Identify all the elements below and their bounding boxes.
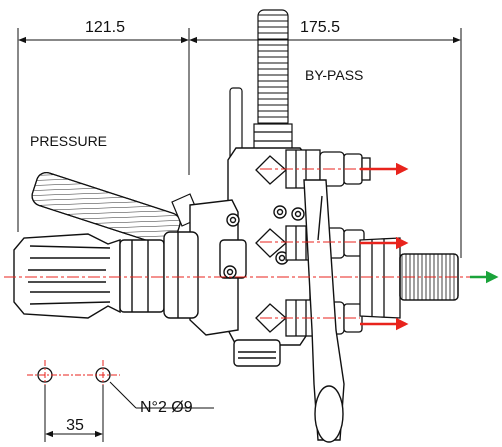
regulator-knob [13,231,199,319]
dimension-hole-spacing: 35 [66,417,84,434]
pressure-label: PRESSURE [30,133,107,149]
bypass-hose-fitting [229,9,293,207]
bypass-label: BY-PASS [305,67,363,83]
top-dimensions [17,28,462,258]
hole-spacing-dimension [44,381,214,442]
dimension-left-width: 121.5 [85,19,125,36]
hole-note-label: N°2 Ø9 [140,399,193,416]
dimension-right-width: 175.5 [300,19,340,36]
main-lever [303,179,345,443]
